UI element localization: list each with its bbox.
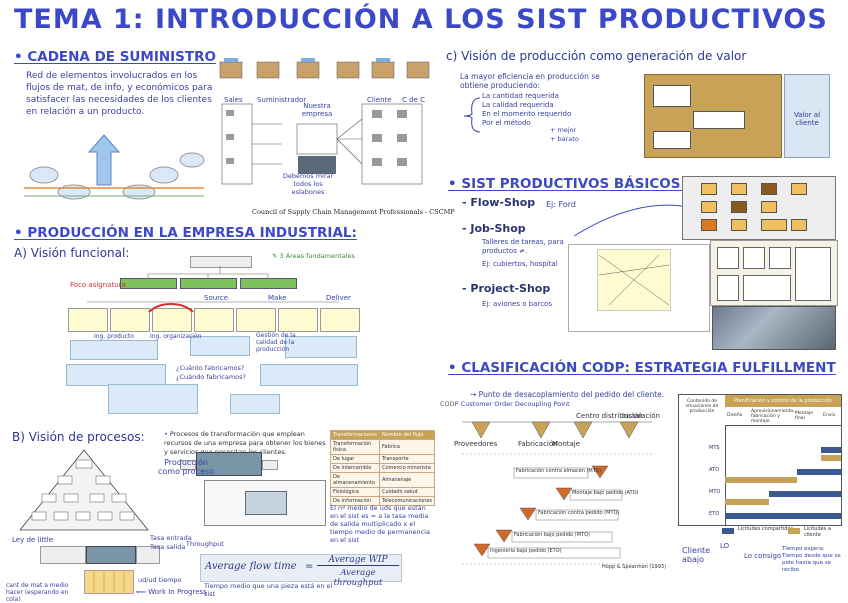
- mejor-label: + mejor: [550, 126, 577, 134]
- pyramid-diagram: [19, 449, 149, 531]
- lo-label: LO: [720, 542, 730, 550]
- little-note: El nº medio de uds que están en el sist …: [330, 504, 430, 544]
- arrow-flow: [573, 204, 683, 237]
- cant-mat-label: cant de mat a medio hacer (esperando en …: [6, 582, 69, 603]
- label-supplier: Suministrador: [257, 96, 307, 104]
- barato-label: + barato: [550, 135, 579, 143]
- tiempo-medio-label: Tiempo medio que una pieza está en el si…: [204, 582, 333, 598]
- label-client: Cliente: [367, 96, 392, 104]
- tasa-salida-label: Tasa salida: [150, 543, 186, 551]
- transformacion-box: [196, 452, 262, 476]
- section-heading-produccion: • PRODUCCIÓN EN LA EMPRESA INDUSTRIAL:: [14, 225, 357, 241]
- job-shop-diagram: [568, 244, 710, 332]
- areas-label: ✎ 3 Áreas fundamentales: [272, 252, 355, 260]
- question-cuando: ¿Cuándo fabricamos?: [176, 373, 246, 381]
- diagram-caption: Council of Supply Chain Management Profe…: [252, 208, 455, 216]
- legend-a: Licitudes compartidas: [738, 526, 794, 532]
- section-heading-basicos: • SIST PRODUCTIVOS BÁSICOS:: [448, 176, 686, 192]
- foco-label: Foco asignatura: [70, 281, 126, 289]
- wip-label: ⟸ Work In Progress: [136, 588, 207, 596]
- wip-blocks: [84, 570, 134, 594]
- deliver-label: Deliver: [326, 294, 351, 302]
- produccion-proceso-label: Producción como proceso: [158, 458, 214, 476]
- vision-valor-text: La mayor eficiencia en producción se obt…: [460, 72, 600, 90]
- vision-valor-items: La cantidad requerida La calidad requeri…: [482, 92, 572, 127]
- job-desc: Talleres de tareas, para productos ≠.: [482, 238, 564, 255]
- vision-funcional-heading: A) Visión funcional:: [14, 246, 130, 260]
- operations-diagram: [204, 480, 326, 526]
- valor-cliente-box: Valor al cliente: [784, 74, 830, 158]
- codp-table: Contenido de situaciones de producción P…: [678, 394, 842, 526]
- label-client2: C de C: [402, 96, 425, 104]
- legend-b: Licitudes a cliente: [804, 526, 831, 538]
- codp-chart: Proveedores Fabricación Montaje Centro d…: [454, 412, 667, 570]
- project-shop-label: - Project-Shop: [462, 282, 551, 295]
- brace-icon: [463, 97, 481, 133]
- gestion-calidad-label: Gestión de la calidad de la producción: [256, 332, 296, 353]
- source-label: Source: [204, 294, 229, 302]
- label-plant: Nuestra empresa: [301, 102, 333, 118]
- job-shop-label: - Job-Shop: [462, 222, 526, 235]
- section-heading-codp: • CLASIFICACIÓN CODP: ESTRATEGIA FULFILL…: [448, 360, 836, 376]
- label-note: Debemos mirar todos los eslabones: [282, 172, 334, 196]
- little-formula: Average flow time = Average WIP Average …: [200, 554, 402, 588]
- tasa-entrada-label: Tasa entrada: [150, 534, 192, 542]
- valor-diagram: [644, 74, 782, 158]
- vision-valor-heading: c) Visión de producción como generación …: [446, 49, 747, 63]
- vision-procesos-heading: B) Visión de procesos:: [12, 430, 145, 444]
- supply-chain-diagram: Sales Suministrador Nuestra empresa Clie…: [212, 44, 455, 220]
- make-label: Make: [268, 294, 287, 302]
- ing-producto-label: Ing. producto: [94, 333, 134, 340]
- flow-shop-diagram: [682, 176, 836, 240]
- throughput-label: Throughput: [186, 540, 224, 548]
- org-chart: [60, 252, 360, 422]
- cadena-text: Red de elementos involucrados en los flu…: [26, 71, 213, 117]
- lo-consigo-label: Lo consigo: [744, 552, 782, 560]
- codp-subtitle: → Punto de desacoplamiento del pedido de…: [470, 390, 665, 399]
- flow-shop-label: - Flow-Shop: [462, 196, 536, 209]
- project-ej: Ej: aviones o barcos: [482, 300, 552, 308]
- job-ej: Ej: cubiertos, hospital: [482, 260, 558, 268]
- tiempo-espera-label: Tiempo espera: Tiempo desde que se pide …: [782, 546, 841, 573]
- job-shop-layout: [710, 240, 838, 306]
- label-sales: Sales: [224, 96, 243, 104]
- ut-tiempo-label: ud/ud tiempo: [138, 576, 182, 584]
- cliente-abajo-label: Cliente abajo: [682, 546, 711, 564]
- page-title: TEMA 1: INTRODUCCIÓN A LOS SIST PRODUCTI…: [14, 4, 828, 35]
- question-cuanto: ¿Cuánto fabricamos?: [176, 364, 245, 372]
- section-heading-cadena: • CADENA DE SUMINISTRO: [14, 49, 216, 65]
- ley-little-label: Ley de little: [12, 536, 54, 544]
- project-shop-photo: [712, 306, 836, 350]
- cadena-arrow-diagram: [24, 134, 205, 200]
- ing-organizacion-label: Ing. organización: [150, 333, 202, 340]
- flow-ej: Ej: Ford: [546, 200, 576, 209]
- codp-label: CODP Customer Order Decoupling Point: [440, 400, 570, 408]
